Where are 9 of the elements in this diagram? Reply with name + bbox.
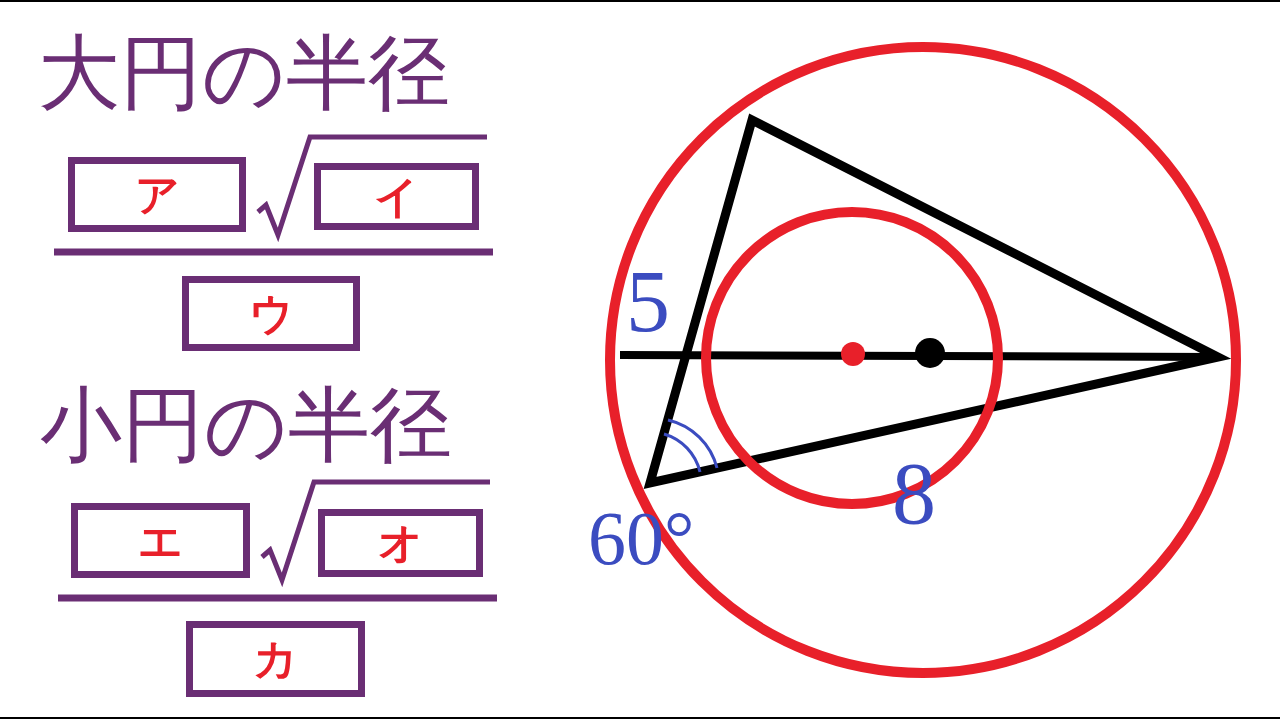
answer-box: オ <box>318 509 483 577</box>
heading-text: 大円の半径 <box>38 32 450 114</box>
answer-box: エ <box>71 503 250 578</box>
answer-box: ウ <box>182 276 360 351</box>
answer-box: ア <box>68 157 246 232</box>
heading-text: 小円の半径 <box>40 384 452 466</box>
answer-box: イ <box>314 163 479 230</box>
dimension-label: 5 <box>626 258 670 346</box>
answer-box: カ <box>186 621 365 697</box>
